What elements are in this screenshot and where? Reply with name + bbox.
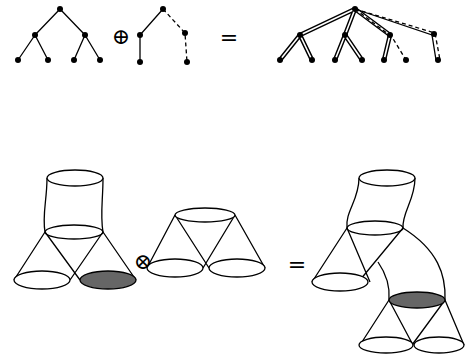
operator-symbol: ⊗	[134, 251, 152, 273]
cobordism	[147, 208, 265, 277]
cobordism	[14, 170, 136, 289]
cobordism	[312, 170, 464, 353]
equals-sign: =	[220, 27, 238, 49]
equals-sign: =	[288, 254, 306, 276]
tree	[277, 6, 441, 63]
tree	[15, 6, 103, 63]
tree	[137, 6, 190, 65]
operator-symbol: ⊕	[112, 26, 130, 48]
